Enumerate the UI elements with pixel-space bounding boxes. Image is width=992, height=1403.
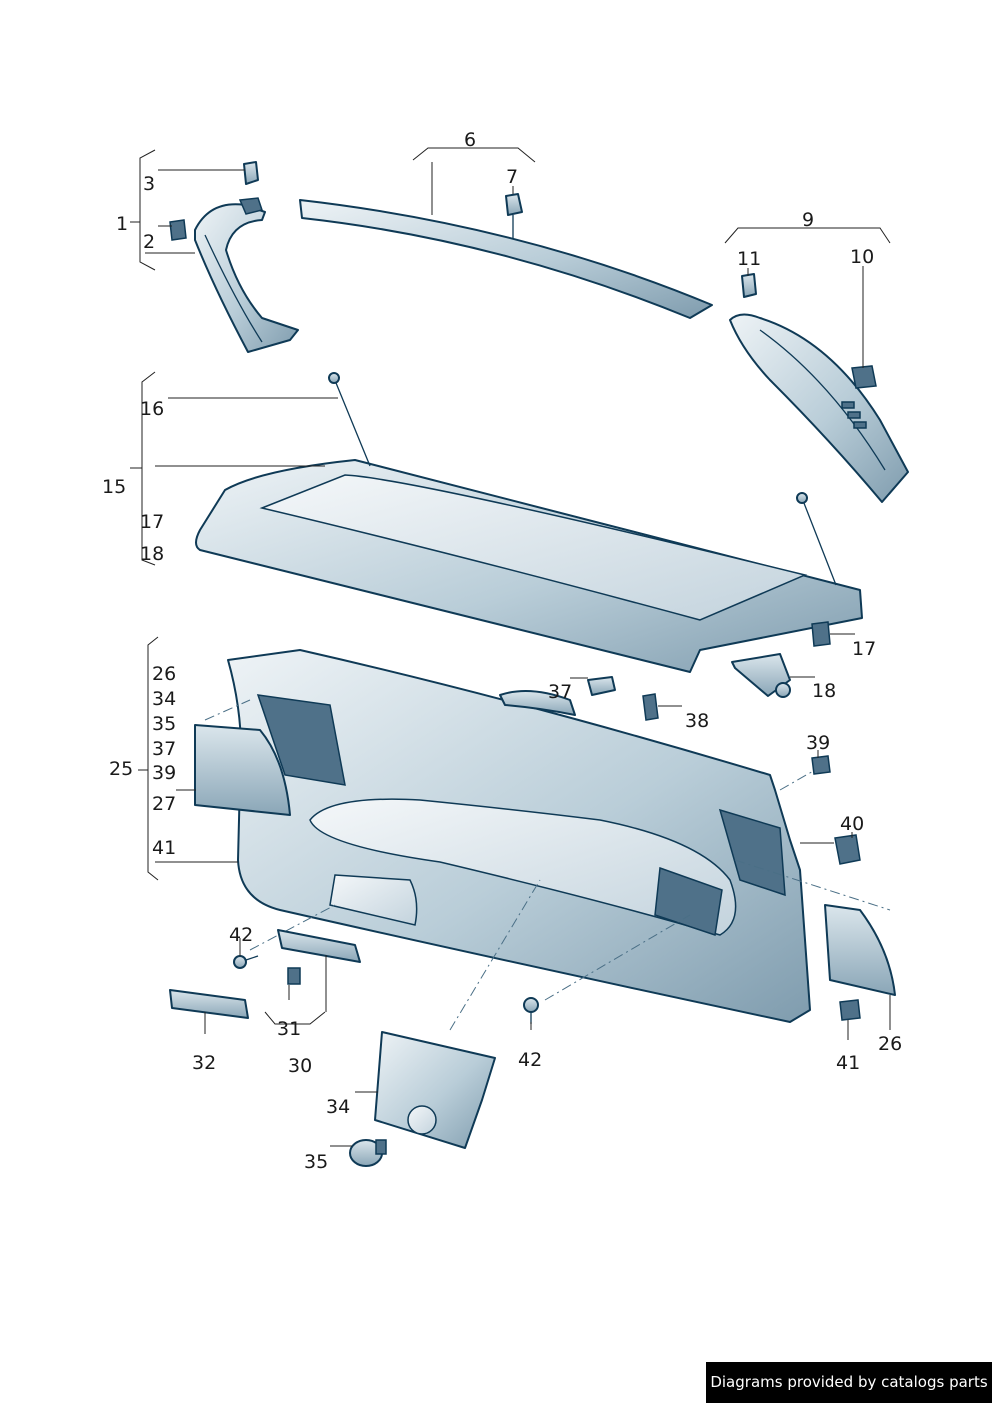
callout-6: 6 [464, 129, 476, 151]
callout-39-left: 39 [152, 762, 176, 784]
callout-40: 40 [840, 813, 864, 835]
callout-37-left: 37 [152, 738, 176, 760]
callout-26-right: 26 [878, 1033, 902, 1055]
callout-35-left: 35 [152, 713, 176, 735]
handle-cap-37 [587, 676, 616, 696]
handle-strip-30 [277, 929, 361, 985]
callout-25: 25 [109, 758, 133, 780]
callout-42-center: 42 [518, 1049, 542, 1071]
clip-7 [505, 193, 523, 238]
holder-17 [811, 621, 831, 647]
holder-18 [731, 653, 791, 698]
cover-27 [194, 724, 291, 816]
callout-31: 31 [277, 1018, 301, 1040]
callout-18-left: 18 [140, 543, 164, 565]
callout-17-right: 17 [852, 638, 876, 660]
callout-41-right: 41 [836, 1052, 860, 1074]
callout-18-right: 18 [812, 680, 836, 702]
clip-40 [834, 834, 861, 865]
lock-cylinder-35 [349, 1139, 387, 1167]
callout-16: 16 [140, 398, 164, 420]
callout-34-left: 34 [152, 688, 176, 710]
clip-41 [839, 999, 861, 1021]
cover-26-right [824, 904, 896, 996]
callout-32: 32 [192, 1052, 216, 1074]
boot-lid-trim [227, 649, 811, 1023]
callout-3: 3 [143, 173, 155, 195]
callout-38: 38 [685, 710, 709, 732]
callout-41-left: 41 [152, 837, 176, 859]
callout-42-left: 42 [229, 924, 253, 946]
top-trim-strip [299, 199, 713, 319]
callout-39-right: 39 [806, 732, 830, 754]
callout-30: 30 [288, 1055, 312, 1077]
callout-7: 7 [506, 166, 518, 188]
pillar-trim-right [729, 313, 909, 503]
callout-17-left: 17 [140, 511, 164, 533]
callout-26-left: 26 [152, 663, 176, 685]
clip-39 [811, 755, 831, 775]
clip-10 [851, 365, 877, 389]
callout-35-right: 35 [304, 1151, 328, 1173]
callout-34-right: 34 [326, 1096, 350, 1118]
callout-27: 27 [152, 793, 176, 815]
clip-11 [741, 273, 757, 298]
grip-32 [169, 989, 249, 1019]
screw-42-center [523, 997, 539, 1024]
pillar-trim-left [194, 197, 299, 353]
parcel-shelf [195, 372, 863, 673]
attribution-footer: Diagrams provided by catalogs parts [706, 1362, 992, 1403]
callout-11: 11 [737, 248, 761, 270]
clip-3 [243, 161, 259, 185]
handle-34 [374, 1031, 496, 1149]
clip-2 [169, 219, 187, 241]
callout-15: 15 [102, 476, 126, 498]
screw-42-left [233, 955, 259, 969]
callout-2: 2 [143, 231, 155, 253]
callout-10: 10 [850, 246, 874, 268]
clip-38 [642, 693, 659, 721]
callout-1: 1 [116, 213, 128, 235]
callout-9: 9 [802, 209, 814, 231]
callout-37-right: 37 [548, 681, 572, 703]
